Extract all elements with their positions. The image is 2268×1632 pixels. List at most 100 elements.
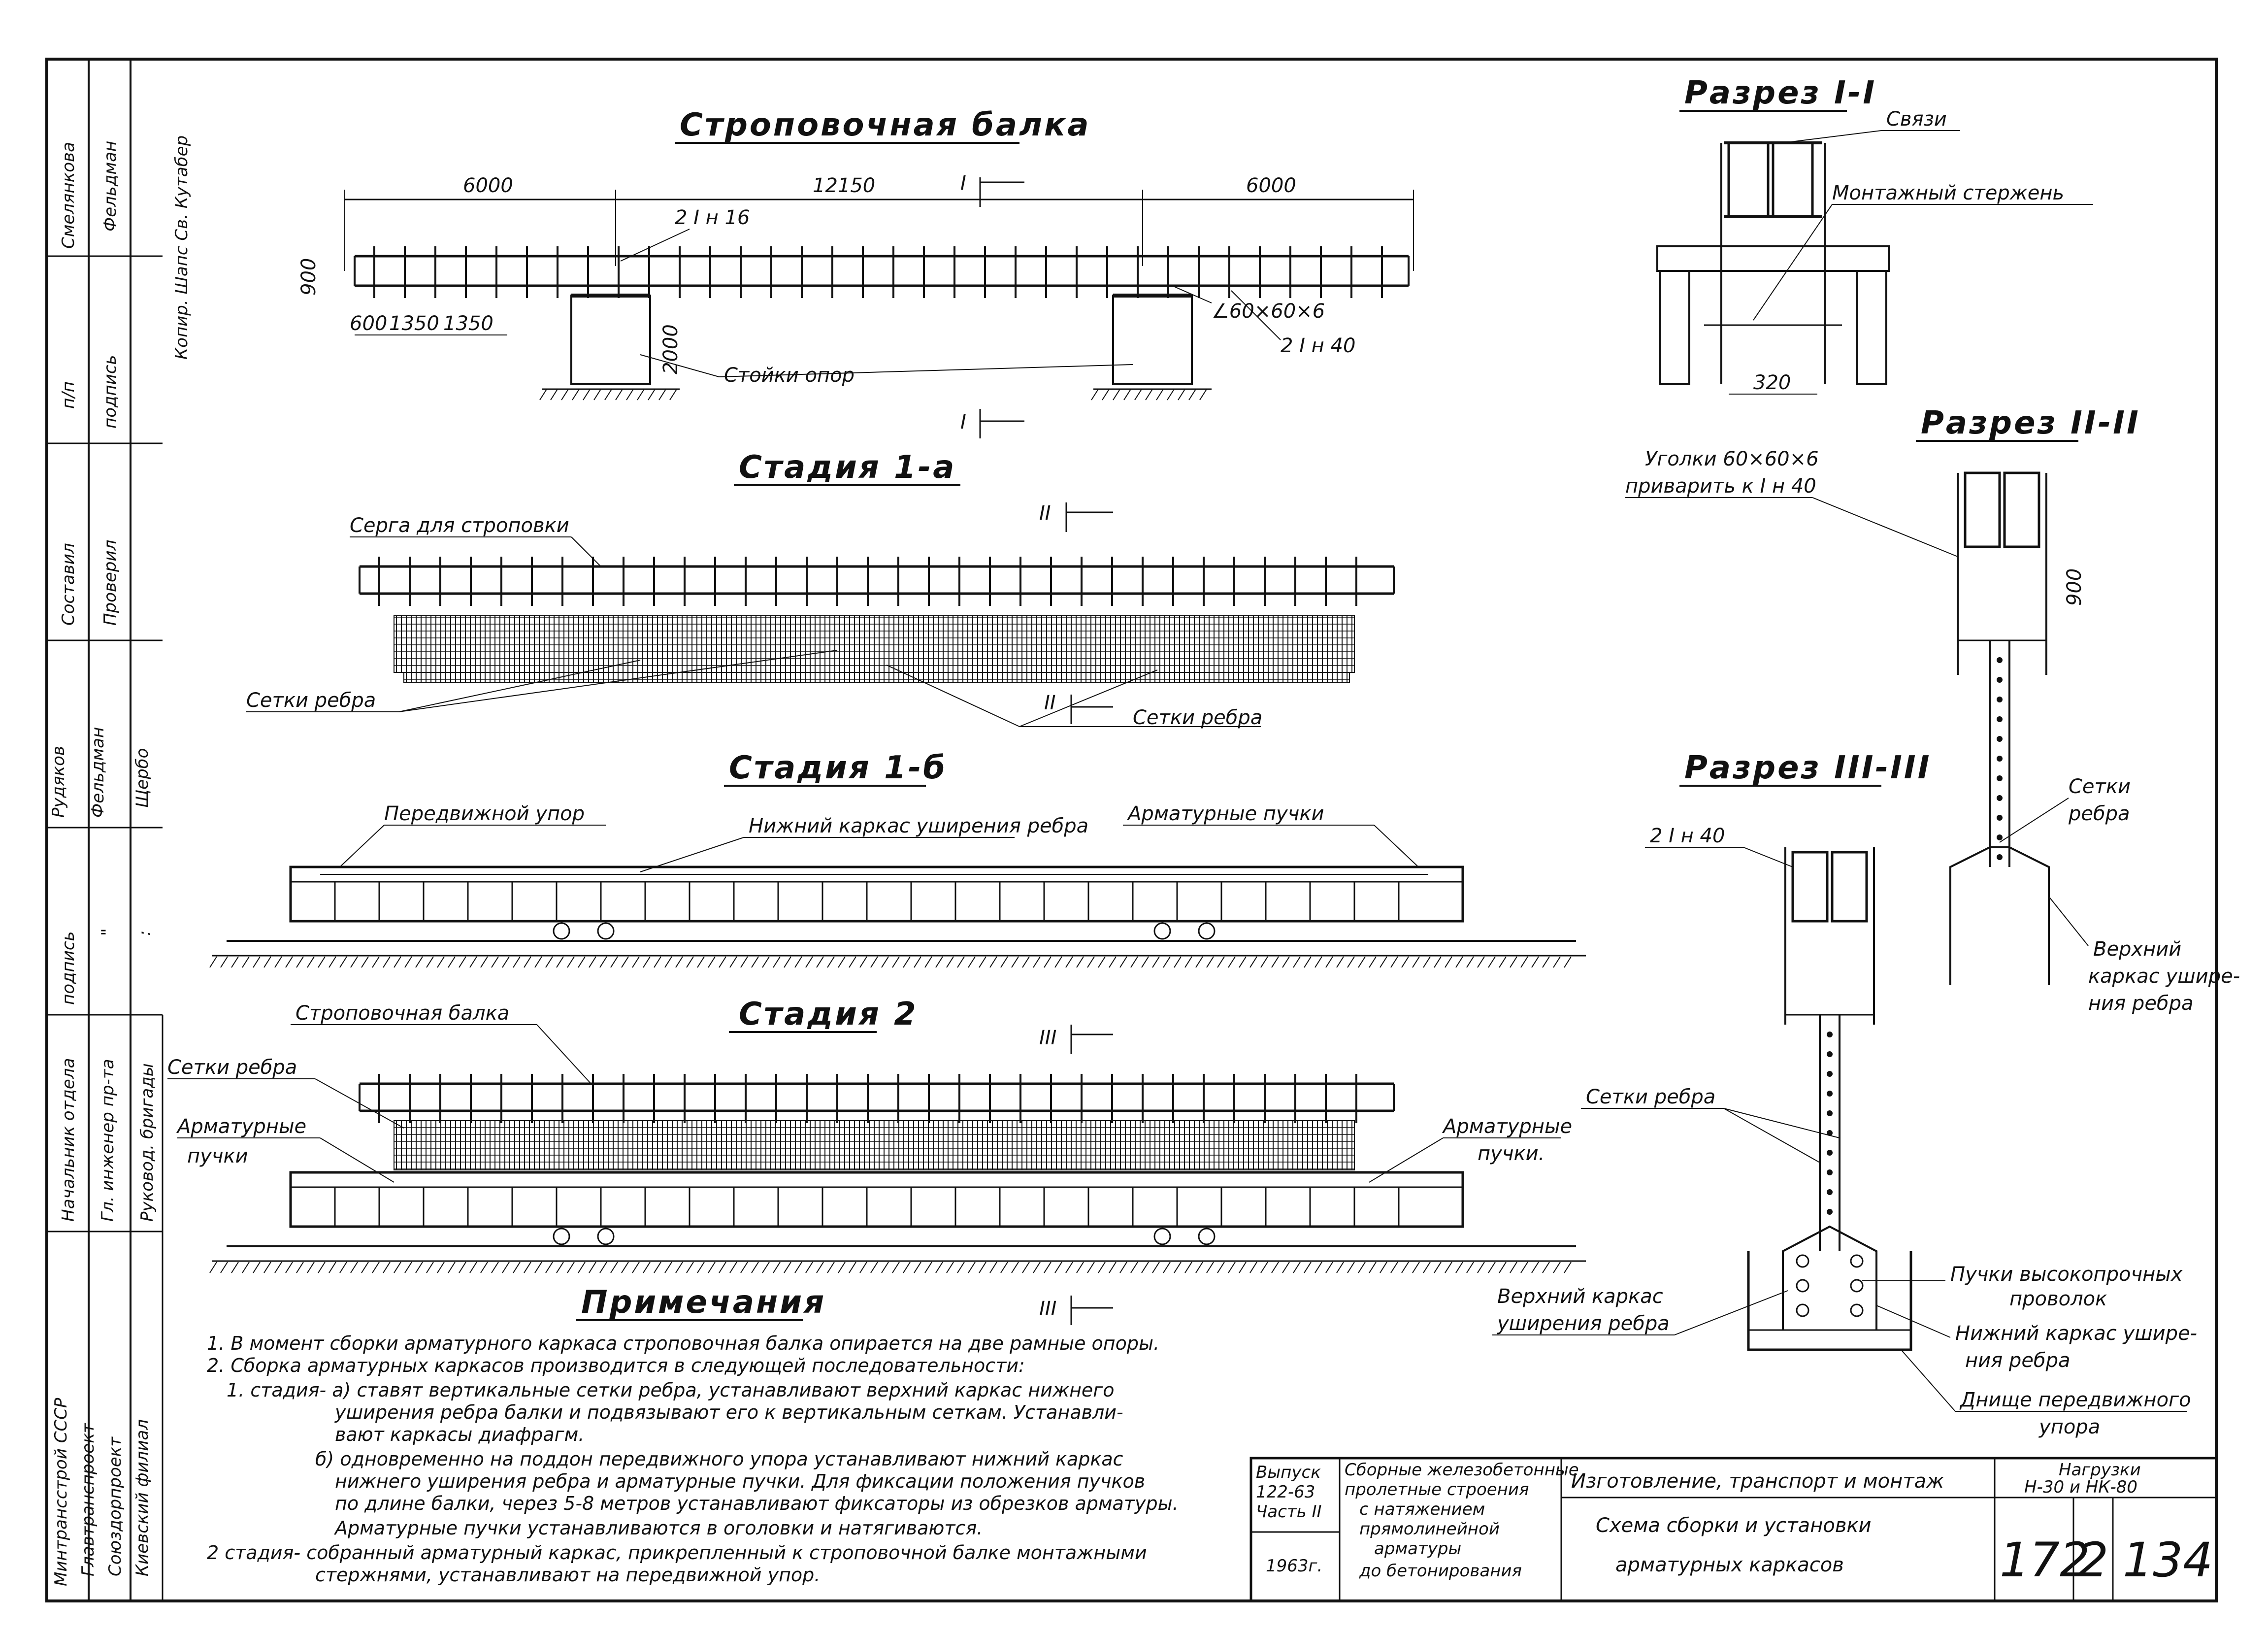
hatch-stroke [892, 956, 900, 968]
hatch-stroke [697, 1262, 705, 1273]
wire-anchor [1796, 1279, 1809, 1293]
hatch-stroke [935, 1262, 943, 1273]
note-line-3: 1. стадия- а) ставят вертикальные сетки … [227, 1379, 1115, 1401]
hatch-stroke [686, 956, 694, 968]
lbl-bottom-1: Днище передвижного [1959, 1389, 2191, 1411]
hatch-stroke [1445, 1262, 1452, 1273]
hatch-stroke [274, 956, 282, 968]
hatch-stroke [296, 956, 304, 968]
hatch-stroke [1423, 1262, 1431, 1273]
wire-anchors [1796, 1254, 1864, 1317]
hatch-stroke [816, 956, 824, 968]
mobile-stop-tray [289, 866, 1464, 923]
hatch-stroke [350, 1262, 358, 1273]
lbl-angle: ∠60×60×6 [1212, 300, 1325, 323]
hatch-stroke [1199, 389, 1207, 400]
hatch-stroke [459, 1262, 466, 1273]
hatch-stroke [1293, 1262, 1301, 1273]
lower-frame [1949, 846, 2050, 985]
wheel [1153, 1228, 1171, 1245]
hatch-stroke [870, 1262, 878, 1273]
girder-section [1964, 471, 2001, 548]
hatch-stroke [274, 1262, 282, 1273]
rebar-dot [1827, 1189, 1833, 1195]
hatch-stroke [1163, 956, 1171, 968]
stamp-name-a3: Щербо [132, 748, 152, 808]
hatch-stroke [578, 956, 586, 968]
girder-section [1772, 141, 1814, 218]
hatch-stroke [1163, 1262, 1171, 1273]
lbl-lower-s3-2: ния ребра [1965, 1349, 2071, 1372]
hatch-stroke [513, 1262, 521, 1273]
section-3: Разрез III-III 2 I н 40 Сетки ребра Верх… [1492, 750, 2197, 1438]
hatch-stroke [383, 1262, 391, 1273]
hatch-stroke [827, 1262, 835, 1273]
hatch-stroke [550, 389, 558, 400]
hatch-stroke [220, 1262, 228, 1273]
hatch-stroke [1553, 1262, 1561, 1273]
title-stage2: Стадия 2 [739, 996, 918, 1032]
support-leg [1659, 270, 1690, 385]
section-mark-II-top: II [1039, 502, 1051, 525]
hatch-stroke [1123, 389, 1131, 400]
hatch-stroke [604, 389, 612, 400]
hatch-stroke [491, 1262, 499, 1273]
mobile-stop-tray-2 [289, 1171, 1464, 1228]
section-mark-I-top: I [960, 172, 966, 195]
hatch-stroke [502, 956, 510, 968]
lbl-bundles-right-2: пучки. [1478, 1142, 1545, 1165]
hatch-stroke [1325, 1262, 1333, 1273]
hatch-stroke [859, 956, 867, 968]
hatch-stroke [593, 389, 601, 400]
hatch-stroke [1228, 1262, 1236, 1273]
hatch-stroke [773, 956, 781, 968]
hatch-stroke [1282, 1262, 1290, 1273]
hatch-stroke [1380, 956, 1387, 968]
hatch-stroke [1076, 956, 1084, 968]
hatch-stroke [859, 1262, 867, 1273]
hatch-stroke [513, 956, 521, 968]
hatch-stroke [924, 956, 932, 968]
hatch-stroke [1531, 956, 1539, 968]
hatch-stroke [621, 956, 629, 968]
stamp-org3: Союздорпроект [105, 1436, 125, 1576]
hatch-stroke [708, 1262, 716, 1273]
note-line-11: стержнями, устанавливают на передвижной … [315, 1564, 820, 1586]
hatch-stroke [1178, 389, 1185, 400]
tb-series-4: прямолинейной [1359, 1519, 1500, 1539]
hatch-stroke [1369, 956, 1377, 968]
hatch-stroke [1113, 389, 1120, 400]
hatch-stroke [740, 1262, 748, 1273]
hatch-stroke [307, 956, 315, 968]
title-beam: Строповочная балка [680, 107, 1091, 143]
hatch-stroke [1249, 1262, 1257, 1273]
hatch-stroke [1260, 1262, 1268, 1273]
hatch-stroke [979, 956, 986, 968]
hatch-stroke [1119, 956, 1127, 968]
hatch-stroke [1347, 956, 1355, 968]
lbl-girder-top: 2 I н 16 [675, 206, 750, 229]
lbl-mesh-s2-2: ребра [2068, 802, 2130, 825]
hatch-stroke [658, 389, 666, 400]
hatch-stroke [480, 1262, 488, 1273]
hatch-stroke [561, 389, 569, 400]
note-line-2: 2. Сборка арматурных каркасов производит… [207, 1355, 1025, 1376]
lbl-angles-2: приварить к I н 40 [1625, 475, 1816, 498]
note-line-10: 2 стадия- собранный арматурный каркас, п… [207, 1542, 1147, 1564]
tb-num-1: 172 [2000, 1532, 2090, 1588]
hatch-stroke [762, 1262, 770, 1273]
notes: Примечания 1. В момент сборки арматурног… [207, 1284, 1179, 1586]
lbl-wires-2: проволок [2009, 1288, 2107, 1310]
hatch-stroke [838, 956, 846, 968]
hatch-stroke [1271, 1262, 1279, 1273]
lbl-lower-frame: Нижний каркас уширения ребра [749, 815, 1088, 837]
note-line-4: уширения ребра балки и подвязывают его к… [334, 1401, 1123, 1423]
hatch-stroke [1141, 956, 1149, 968]
hatch-stroke [914, 1262, 921, 1273]
hatch-stroke [751, 956, 759, 968]
tb-year: 1963г. [1266, 1556, 1322, 1576]
upper-widening-frame [1782, 1225, 1877, 1330]
hatch-stroke [1054, 956, 1062, 968]
mesh-ribs-lower [403, 672, 1350, 683]
lbl-bundles-1b: Арматурные пучки [1126, 802, 1324, 825]
